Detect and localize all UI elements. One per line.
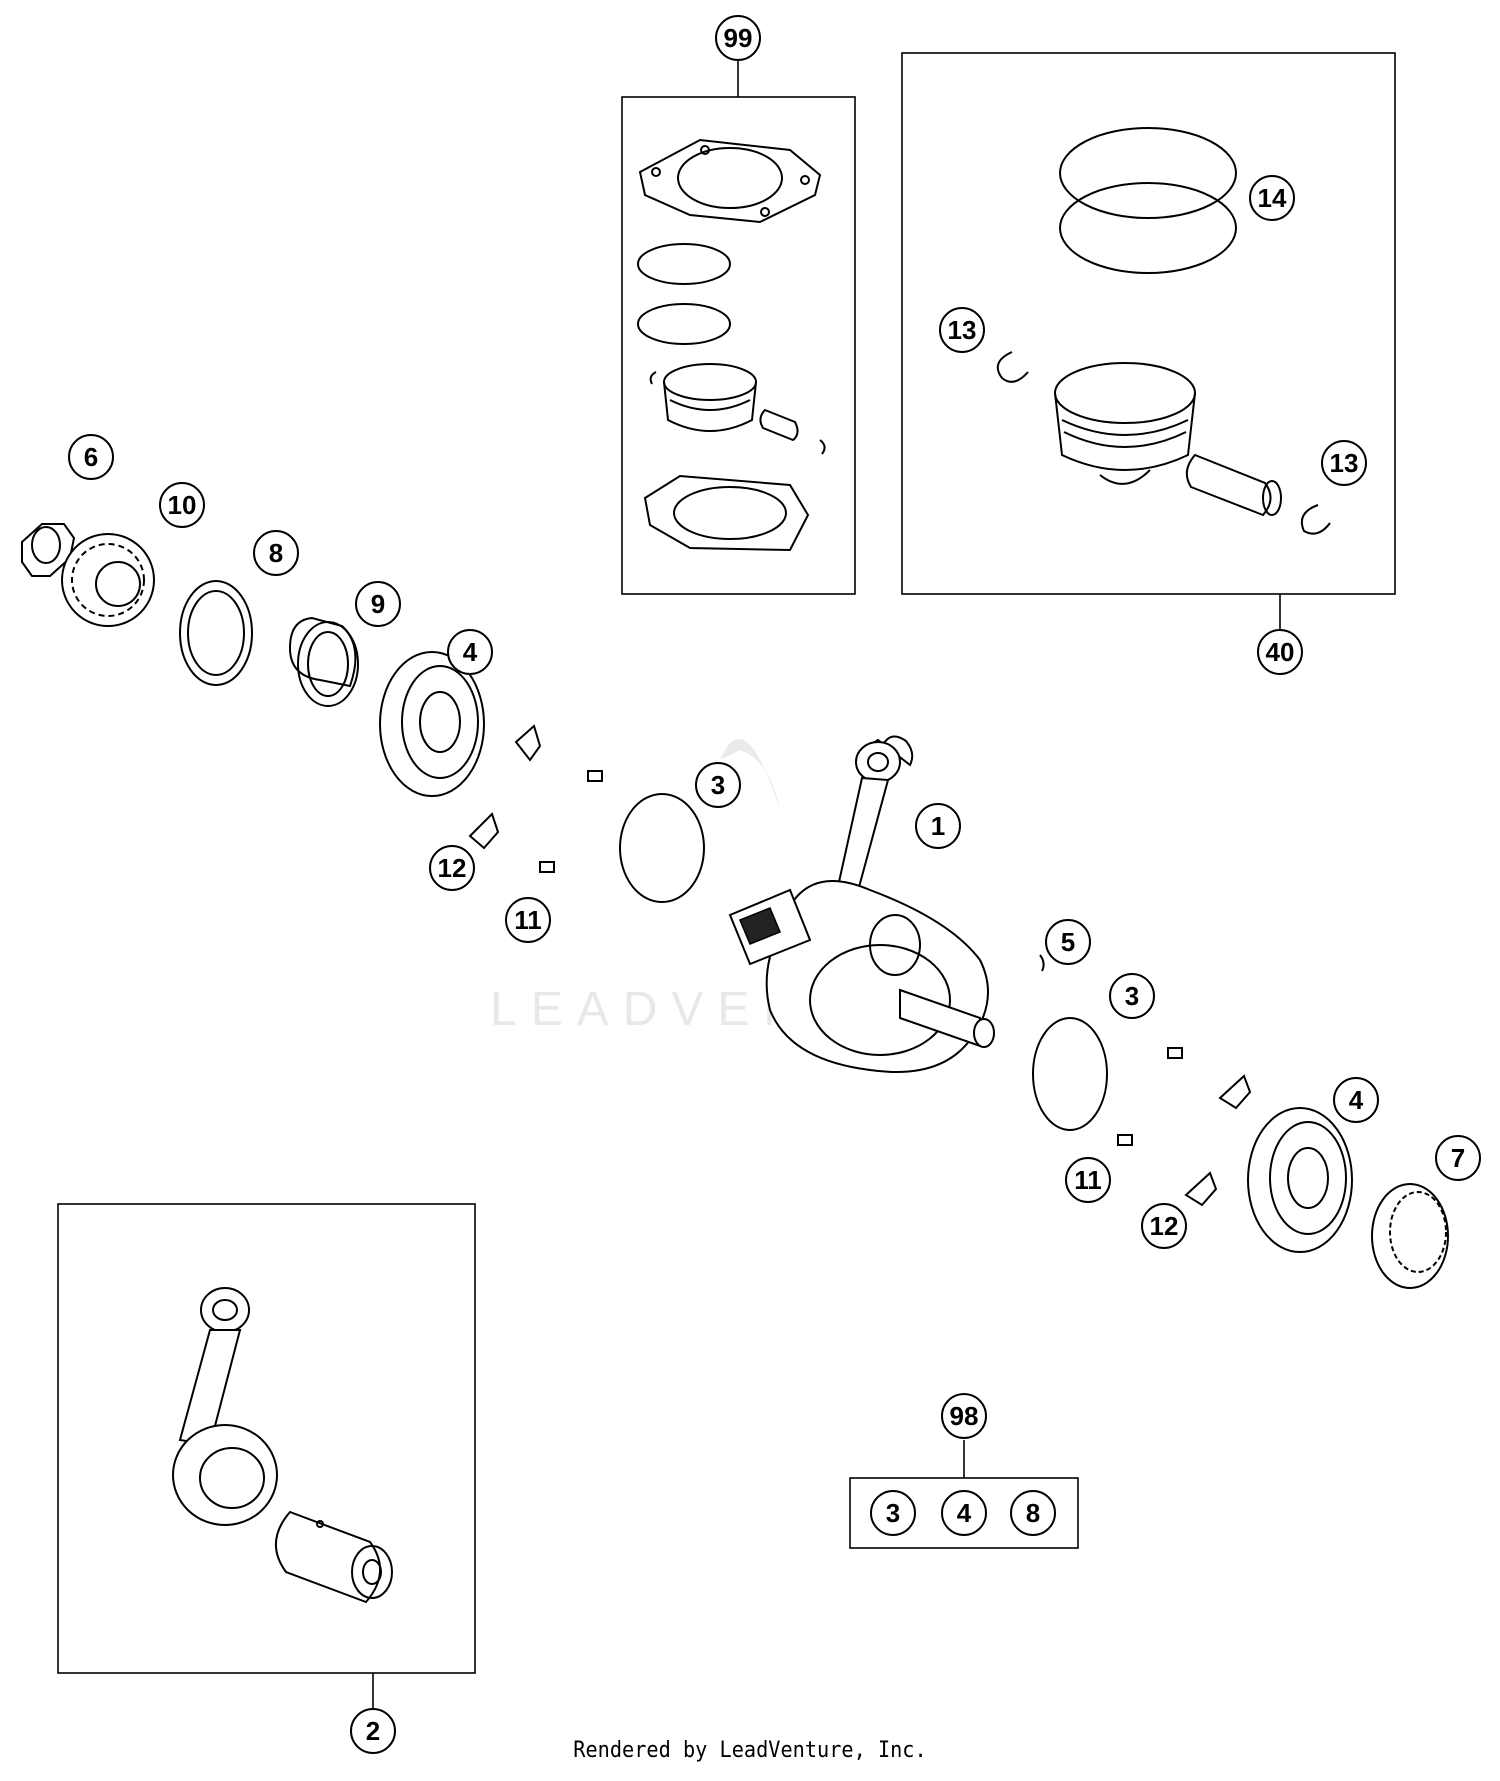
piston-kit-group (901, 52, 1396, 630)
svg-text:5: 5 (1061, 927, 1075, 957)
ring-lower (1059, 182, 1237, 274)
head-gasket (638, 138, 822, 224)
svg-text:8: 8 (1026, 1498, 1040, 1528)
callout-10[interactable]: 10 (159, 482, 205, 528)
callout-12-left[interactable]: 12 (429, 845, 475, 891)
kit-callout-4[interactable]: 4 (941, 1490, 987, 1536)
callout-1[interactable]: 1 (915, 803, 961, 849)
screw-11-left (539, 770, 603, 873)
gasket-kit-box (621, 96, 856, 595)
svg-text:4: 4 (463, 637, 478, 667)
svg-text:13: 13 (948, 315, 977, 345)
clamp-12-left (468, 724, 542, 850)
svg-text:12: 12 (438, 853, 467, 883)
svg-text:2: 2 (366, 1716, 380, 1746)
clamp-12-right (1184, 1074, 1252, 1207)
piston-ring-top (637, 243, 731, 285)
callout-5[interactable]: 5 (1045, 919, 1091, 965)
callout-12-right[interactable]: 12 (1141, 1203, 1187, 1249)
callout-3-left[interactable]: 3 (695, 762, 741, 808)
callout-40[interactable]: 40 (1257, 629, 1303, 675)
bearing-kit-group (849, 1440, 1079, 1549)
callout-2[interactable]: 2 (350, 1708, 396, 1754)
shim-3-right (1032, 1017, 1108, 1131)
shim-3-left (619, 793, 705, 903)
svg-text:1: 1 (931, 811, 945, 841)
callout-99[interactable]: 99 (715, 15, 761, 61)
bearing-4-right (1247, 1107, 1353, 1253)
crankshaft (728, 735, 995, 1073)
spacer-9 (288, 616, 359, 707)
svg-text:11: 11 (514, 905, 542, 935)
callout-9[interactable]: 9 (355, 581, 401, 627)
footer-credit: Rendered by LeadVenture, Inc. (573, 1738, 927, 1763)
svg-text:98: 98 (950, 1401, 979, 1431)
clip-right (1300, 504, 1331, 535)
callout-8[interactable]: 8 (253, 530, 299, 576)
svg-text:4: 4 (957, 1498, 972, 1528)
svg-text:3: 3 (886, 1498, 900, 1528)
gasket-kit-group (621, 60, 856, 595)
conrod-kit-group (57, 1203, 476, 1708)
conrod-kit-box (57, 1203, 476, 1674)
svg-text:10: 10 (168, 490, 197, 520)
callout-14[interactable]: 14 (1249, 175, 1295, 221)
svg-text:12: 12 (1150, 1211, 1179, 1241)
callout-13-right[interactable]: 13 (1321, 440, 1367, 486)
ring-upper (1059, 127, 1237, 219)
piston-ring-bottom (637, 303, 731, 345)
svg-text:40: 40 (1266, 637, 1295, 667)
callout-6[interactable]: 6 (68, 434, 114, 480)
svg-text:3: 3 (711, 770, 725, 800)
kit-callout-8[interactable]: 8 (1010, 1490, 1056, 1536)
svg-text:6: 6 (84, 442, 98, 472)
svg-text:9: 9 (371, 589, 385, 619)
base-gasket (643, 474, 810, 552)
piston-small (649, 363, 826, 455)
gear-10 (61, 533, 155, 627)
key-5 (1039, 954, 1045, 972)
svg-text:99: 99 (724, 23, 753, 53)
callout-4-left[interactable]: 4 (447, 629, 493, 675)
piston-kit-box (901, 52, 1396, 595)
shim-8 (179, 580, 253, 686)
piston-large (1054, 362, 1282, 517)
callout-13-left[interactable]: 13 (939, 307, 985, 353)
nut-7 (1371, 1183, 1449, 1289)
svg-text:3: 3 (1125, 981, 1139, 1011)
callout-11-left[interactable]: 11 (505, 897, 551, 943)
svg-text:4: 4 (1349, 1085, 1364, 1115)
bearing-4-left (379, 651, 485, 797)
svg-text:8: 8 (269, 538, 283, 568)
callout-4-right[interactable]: 4 (1333, 1077, 1379, 1123)
callout-98[interactable]: 98 (941, 1393, 987, 1439)
screw-11-right (1117, 1047, 1183, 1146)
svg-text:11: 11 (1074, 1165, 1102, 1195)
callout-3-right[interactable]: 3 (1109, 973, 1155, 1019)
svg-text:14: 14 (1258, 183, 1287, 213)
svg-text:13: 13 (1330, 448, 1359, 478)
callout-11-right[interactable]: 11 (1065, 1157, 1111, 1203)
clip-left (996, 351, 1029, 383)
svg-text:7: 7 (1451, 1143, 1465, 1173)
callout-7[interactable]: 7 (1435, 1135, 1481, 1181)
kit-callout-3[interactable]: 3 (870, 1490, 916, 1536)
